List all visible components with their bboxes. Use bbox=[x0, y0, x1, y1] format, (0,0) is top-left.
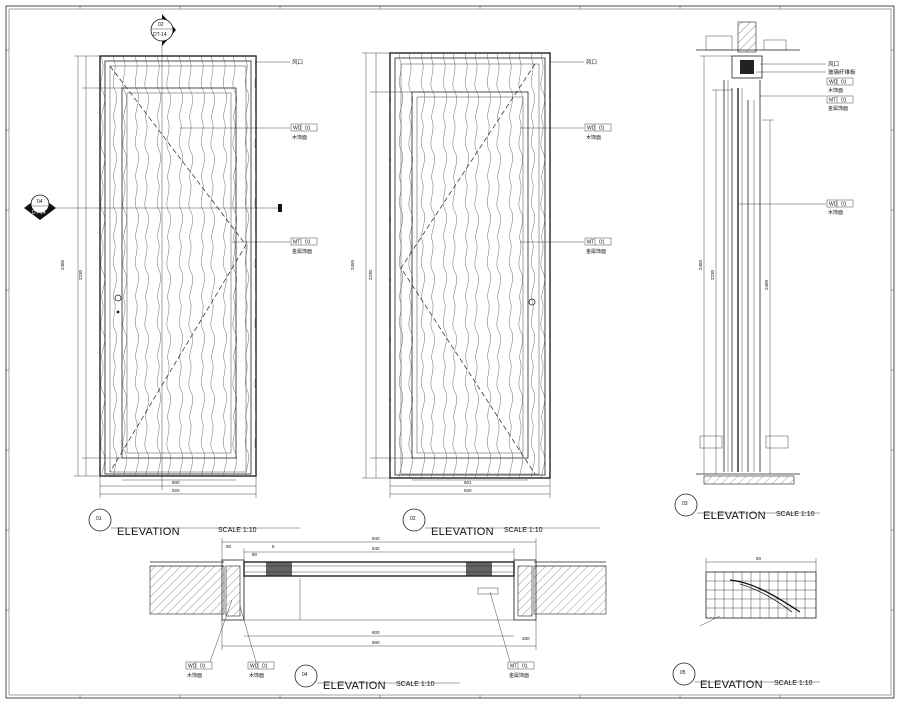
svg-text:木饰面: 木饰面 bbox=[828, 87, 843, 94]
title-block-02: 02 ELEVATION SCALE 1:10 bbox=[402, 508, 600, 538]
svg-text:木饰面: 木饰面 bbox=[586, 134, 601, 141]
svg-text:01: 01 bbox=[262, 664, 268, 670]
svg-text:03: 03 bbox=[682, 501, 688, 507]
section-marker-left: 04 DT-14 bbox=[24, 194, 282, 220]
tag-wd-02: WD 01 木饰面 bbox=[584, 123, 612, 141]
dim-02-width-outer: 920 bbox=[464, 488, 472, 493]
view-title-03: ELEVATION bbox=[703, 510, 766, 522]
vent-label-02: 风口 bbox=[586, 59, 597, 66]
svg-text:01: 01 bbox=[841, 80, 847, 86]
svg-text:WD: WD bbox=[250, 664, 259, 670]
dim-03-height-b: 2230 bbox=[710, 269, 715, 280]
dim-04-b: 5 bbox=[272, 544, 275, 549]
svg-text:01: 01 bbox=[200, 664, 206, 670]
svg-text:02: 02 bbox=[158, 22, 164, 28]
svg-text:DT-14: DT-14 bbox=[153, 32, 167, 38]
detail-view-05: 50 bbox=[699, 556, 817, 627]
svg-text:04: 04 bbox=[37, 199, 43, 205]
svg-text:WD: WD bbox=[188, 664, 197, 670]
view-scale-05: SCALE 1:10 bbox=[774, 680, 813, 687]
svg-text:WD: WD bbox=[587, 126, 596, 132]
svg-text:MT: MT bbox=[510, 664, 517, 670]
dim-04-left: 50 bbox=[226, 544, 232, 549]
dim-02-height: 2450 bbox=[350, 259, 355, 270]
tag-mt-02: MT 01 金属饰面 bbox=[584, 237, 612, 255]
svg-text:01: 01 bbox=[522, 664, 528, 670]
svg-text:01: 01 bbox=[841, 98, 847, 104]
svg-text:MT: MT bbox=[587, 240, 594, 246]
section-view-03: 2450 2230 2400 风口 玻璃纤维板 WD 01 木饰面 MT 01 … bbox=[696, 21, 856, 485]
dim-01-inner: 2230 bbox=[78, 269, 83, 280]
tag-wd-04b: WD 01 木饰面 bbox=[247, 661, 275, 679]
svg-text:01: 01 bbox=[599, 240, 605, 246]
door-elevation-02: 2450 2230 801 920 风口 WD 01 木饰面 MT 01 金属饰… bbox=[350, 52, 612, 498]
tag-wd-03b: WD 01 木饰面 bbox=[826, 199, 854, 216]
svg-text:木饰面: 木饰面 bbox=[828, 209, 843, 216]
view-scale-04: SCALE 1:10 bbox=[396, 681, 435, 688]
svg-text:金属饰面: 金属饰面 bbox=[292, 248, 312, 255]
view-scale-01: SCALE 1:10 bbox=[218, 527, 257, 534]
svg-text:金属饰面: 金属饰面 bbox=[509, 672, 529, 679]
view-title-01: ELEVATION bbox=[117, 526, 180, 538]
tag-mt-03: MT 01 金属饰面 bbox=[826, 95, 854, 112]
svg-text:01: 01 bbox=[305, 240, 311, 246]
title-block-03: 03 ELEVATION SCALE 1:10 bbox=[674, 493, 820, 522]
dim-04-top: 940 bbox=[372, 536, 380, 541]
door-elevation-01: 2400 2230 800 920 风口 WD 01 木饰面 MT 01 金属饰… bbox=[24, 14, 318, 498]
dim-02-width-inner: 801 bbox=[464, 480, 472, 485]
dim-03-height-a: 2450 bbox=[698, 259, 703, 270]
view-scale-02: SCALE 1:10 bbox=[504, 527, 543, 534]
vent-label-01: 风口 bbox=[292, 59, 303, 66]
dim-04-mid: 840 bbox=[372, 546, 380, 551]
view-title-02: ELEVATION bbox=[431, 526, 494, 538]
title-block-04: 04 ELEVATION SCALE 1:10 bbox=[294, 664, 460, 692]
view-title-05: ELEVATION bbox=[700, 679, 763, 691]
dim-01-width-outer: 920 bbox=[172, 488, 180, 493]
view-title-04: ELEVATION bbox=[323, 680, 386, 692]
svg-text:金属饰面: 金属饰面 bbox=[586, 248, 606, 255]
dim-03-height-c: 2400 bbox=[764, 279, 769, 290]
svg-text:01: 01 bbox=[305, 126, 311, 132]
svg-text:01: 01 bbox=[599, 126, 605, 132]
section-marker-top: 02 DT-14 bbox=[150, 14, 176, 490]
dim-02-inner: 2230 bbox=[368, 269, 373, 280]
svg-text:金属饰面: 金属饰面 bbox=[828, 105, 848, 112]
title-block-05: 05 ELEVATION SCALE 1:10 bbox=[672, 662, 820, 691]
title-block-01: 01 ELEVATION SCALE 1:10 bbox=[88, 508, 300, 538]
vent-label-03: 风口 bbox=[828, 61, 839, 68]
svg-text:WD: WD bbox=[293, 126, 302, 132]
tag-mt-01: MT 01 金属饰面 bbox=[290, 237, 318, 255]
dim-04-a: 80 bbox=[252, 552, 258, 557]
sheet-border bbox=[5, 5, 895, 699]
svg-text:02: 02 bbox=[410, 516, 416, 522]
svg-text:木饰面: 木饰面 bbox=[249, 672, 264, 679]
svg-text:木饰面: 木饰面 bbox=[187, 672, 202, 679]
svg-text:木饰面: 木饰面 bbox=[292, 134, 307, 141]
svg-text:MT: MT bbox=[829, 98, 836, 104]
tag-wd-03a: WD 01 木饰面 bbox=[826, 77, 854, 94]
svg-text:04: 04 bbox=[302, 672, 308, 678]
dim-04-right: 250 bbox=[522, 636, 530, 641]
tag-wd-04a: WD 01 木饰面 bbox=[185, 661, 213, 679]
dim-01-height: 2400 bbox=[60, 259, 65, 270]
svg-text:01: 01 bbox=[96, 516, 102, 522]
view-scale-03: SCALE 1:10 bbox=[776, 511, 815, 518]
svg-text:WD: WD bbox=[829, 202, 838, 208]
plan-section-04: 940 840 800 900 50 250 80 5 WD 01 木饰面 WD… bbox=[149, 536, 607, 679]
tag-wd-01: WD 01 木饰面 bbox=[290, 123, 318, 141]
dim-01-width-inner: 800 bbox=[172, 480, 180, 485]
svg-text:MT: MT bbox=[293, 240, 300, 246]
dim-04-bottom-outer: 900 bbox=[372, 640, 380, 645]
dim-04-bottom-inner: 800 bbox=[372, 630, 380, 635]
svg-text:DT-14: DT-14 bbox=[32, 210, 46, 216]
panel-label-03: 玻璃纤维板 bbox=[828, 68, 856, 76]
svg-text:WD: WD bbox=[829, 80, 838, 86]
svg-text:05: 05 bbox=[680, 670, 686, 676]
svg-text:01: 01 bbox=[841, 202, 847, 208]
tag-mt-04: MT 01 金属饰面 bbox=[507, 661, 535, 679]
dim-05-width: 50 bbox=[756, 556, 762, 561]
